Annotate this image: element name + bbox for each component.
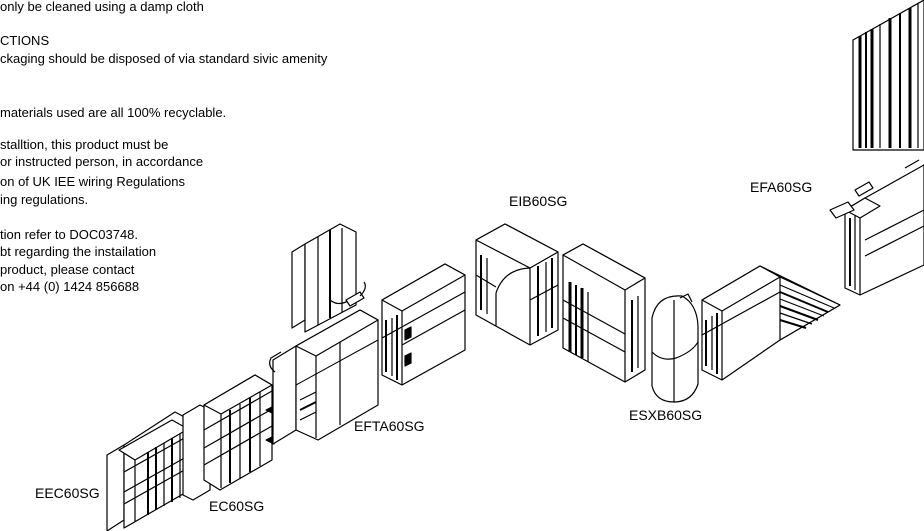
label-efa60sg: EFA60SG	[750, 179, 813, 195]
recycle-text: materials used are all 100% recyclable.	[0, 105, 227, 120]
ec60sg-coupler	[183, 375, 274, 500]
info-text-line-2: bt regarding the instailation	[0, 244, 157, 259]
info-text-line-1: tion refer to DOC03748.	[0, 227, 139, 242]
packaging-disposal-text: ckaging should be disposed of via standa…	[0, 51, 328, 66]
label-eec60sg: EEC60SG	[35, 485, 100, 501]
info-text-line-4: on +44 (0) 1424 856688	[0, 279, 140, 294]
eec60sg-end-cap	[107, 412, 190, 531]
trunking-vertical-length	[853, 0, 924, 150]
trunking-length-2	[563, 244, 645, 382]
eib60sg-internal-bend	[476, 224, 558, 345]
trunking-length-3	[702, 266, 840, 380]
install-text-line-4: ing regulations.	[0, 192, 89, 207]
care-instruction-text: only be cleaned using a damp cloth	[0, 0, 204, 14]
install-text-line-1: stalltion, this product must be	[0, 137, 169, 152]
label-eib60sg: EIB60SG	[509, 193, 568, 209]
efta60sg-flat-tee	[270, 224, 378, 444]
install-text-line-3: on of UK IEE wiring Regulations	[0, 174, 185, 189]
label-esxb60sg: ESXB60SG	[629, 407, 703, 423]
efa60sg-flat-angle	[830, 160, 924, 295]
label-ec60sg: EC60SG	[209, 498, 265, 514]
install-text-line-2: or instructed person, in accordance	[0, 154, 204, 169]
trunking-length-1	[382, 264, 465, 385]
esxb60sg-external-bend	[652, 294, 698, 402]
info-text-line-3: product, please contact	[0, 262, 135, 277]
instructions-heading: CTIONS	[0, 33, 50, 48]
label-efta60sg: EFTA60SG	[354, 418, 425, 434]
